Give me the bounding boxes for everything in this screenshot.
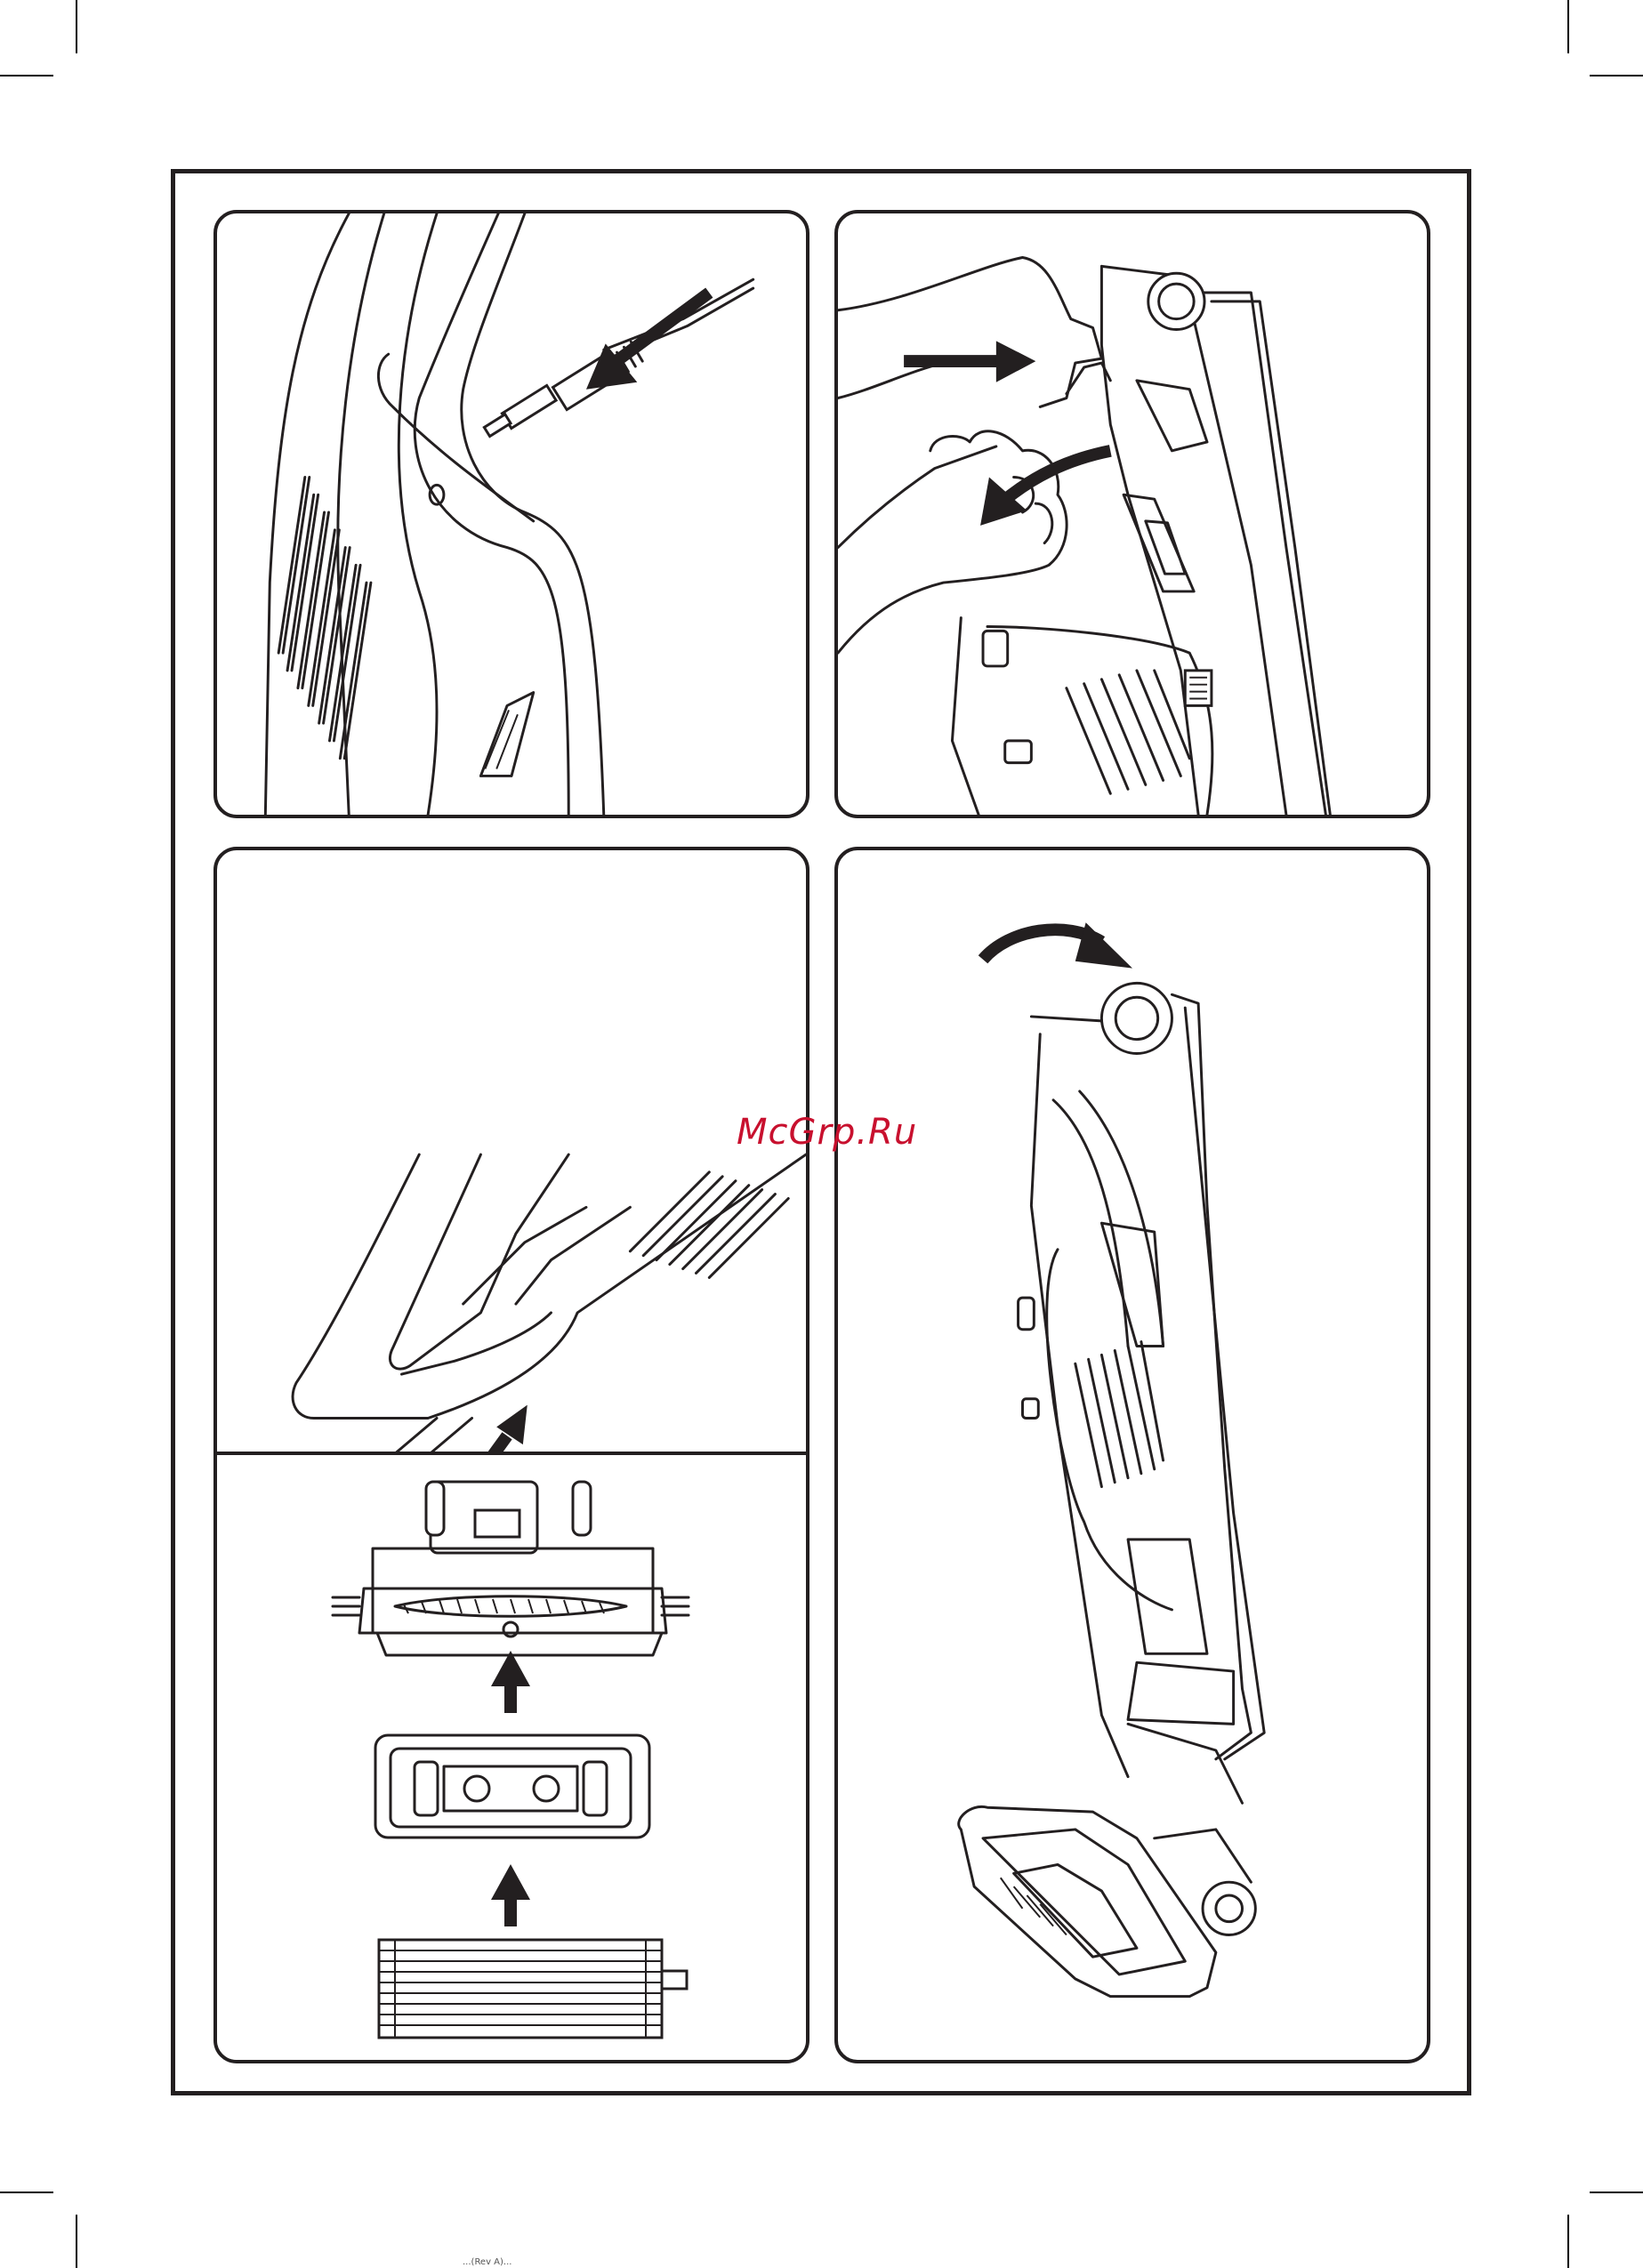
hand-icon	[838, 257, 1110, 653]
floor-head-icon	[333, 1482, 689, 1655]
panel-detach-handheld	[834, 210, 1430, 818]
filter-cartridge-icon	[379, 1940, 687, 2038]
arrow-icon	[586, 293, 709, 390]
vent-slots	[630, 1172, 788, 1278]
arrow-icon	[904, 341, 1035, 382]
crop-mark	[76, 2215, 77, 2268]
crop-mark	[1567, 0, 1569, 53]
crop-mark	[1590, 75, 1643, 76]
crop-mark	[0, 75, 53, 76]
panel-filter-assembly	[217, 1455, 806, 2060]
crop-mark	[76, 0, 77, 53]
curved-arrow-icon	[983, 922, 1132, 968]
watermark: McGrp.Ru	[737, 1112, 917, 1153]
arrow-icon	[491, 1864, 530, 1926]
vent-slots	[278, 478, 371, 759]
crop-mark	[1567, 2215, 1569, 2268]
arrow-icon	[491, 1651, 530, 1713]
vacuum-icon	[217, 213, 806, 815]
crop-mark	[1590, 2192, 1643, 2193]
floor-head-icon	[959, 1806, 1256, 1996]
vent-slots	[1067, 671, 1189, 793]
curved-arrow-icon	[980, 451, 1110, 526]
vacuum-icon	[838, 213, 1427, 815]
vent-slots	[1075, 1342, 1164, 1487]
footer-code: ...(Rev A)...	[463, 2257, 511, 2267]
vacuum-icon	[838, 850, 1427, 2060]
panel-charging	[213, 210, 809, 818]
panel-assemble-upright	[834, 847, 1430, 2063]
filter-frame-icon	[375, 1735, 649, 1838]
crop-mark	[0, 2192, 53, 2193]
